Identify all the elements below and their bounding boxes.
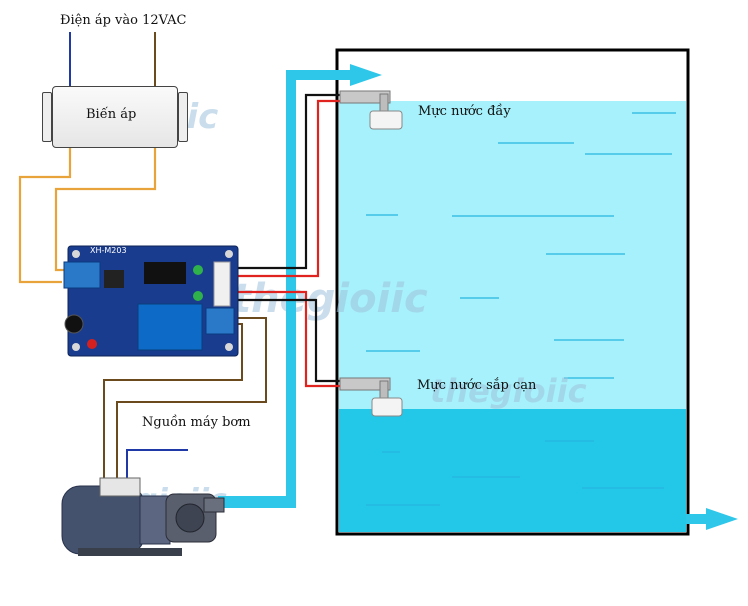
module-label: XH-M203: [90, 246, 127, 255]
tank-outline: [335, 48, 690, 536]
label-level-low: Mực nước sắp cạn: [417, 378, 537, 393]
label-pump-power: Nguồn máy bơm: [142, 415, 251, 430]
water-tank: [335, 48, 690, 536]
transformer: [42, 86, 188, 148]
wire-red: [230, 290, 344, 388]
transformer-output-wires: [18, 148, 157, 284]
wire-brown: [116, 317, 267, 478]
water-pump: [61, 477, 225, 556]
transformer-right-cap: [178, 92, 188, 142]
outlet-pipe: [686, 508, 738, 530]
wire-blue: [126, 449, 188, 478]
label-input-voltage: Điện áp vào 12VAC: [60, 13, 187, 28]
sensor-wires: [230, 93, 344, 388]
wire-red: [230, 99, 344, 278]
label-transformer: Biến áp: [86, 107, 137, 122]
water-upper-zone: [339, 101, 686, 409]
wire-black: [230, 298, 344, 383]
water-ripples: [366, 112, 676, 506]
label-level-full: Mực nước đầy: [418, 104, 511, 119]
float-sensor-full: [339, 90, 403, 130]
input-wires: [69, 32, 156, 86]
relay: [137, 303, 203, 351]
transformer-body: [52, 86, 178, 148]
wire-black: [230, 93, 344, 270]
control-module: XH-M203: [63, 245, 239, 357]
water-lower-zone: [339, 409, 686, 532]
status-led: [193, 265, 203, 275]
float-sensor-low: [339, 377, 403, 417]
status-led: [193, 291, 203, 301]
terminal-block-output: [205, 307, 235, 335]
sensor-connector: [213, 261, 231, 307]
terminal-block-input: [63, 261, 101, 289]
transformer-left-cap: [42, 92, 52, 142]
watermark-text: thegioiic: [430, 372, 587, 410]
